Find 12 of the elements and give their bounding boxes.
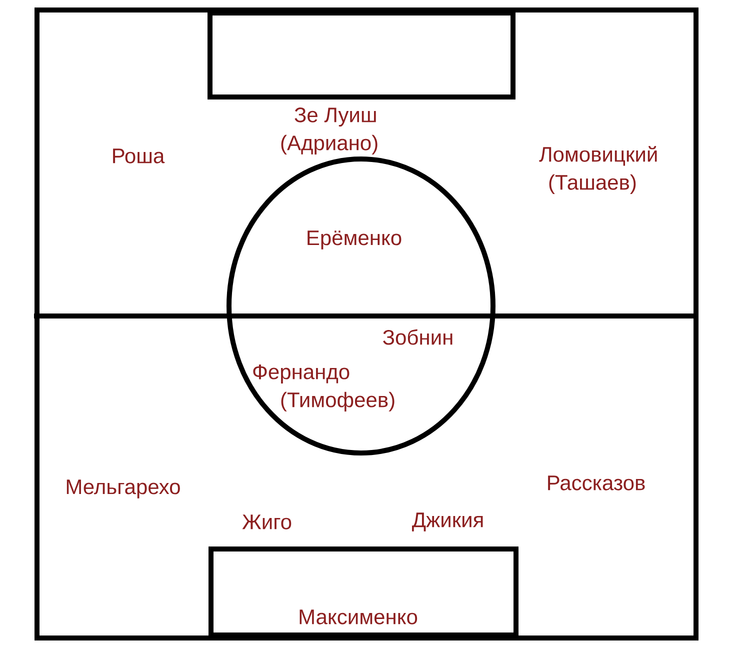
penalty-box [208,10,516,100]
player-name: Зобнин [383,329,452,345]
player-name: Зе Луиш (Адриано) [281,108,378,154]
player-name: Ерёменко [308,230,402,250]
player-name: Максименко [300,610,418,624]
player-name: Рассказов [548,476,645,490]
player-name: Роша [113,148,165,164]
player-name: Фернандо (Тимофеев) [253,364,394,412]
player-name: Джикия [412,512,483,532]
player-name: Ломовицкий (Ташаев) [539,146,657,194]
player-name: Жиго [242,514,292,530]
player-name: Мельгарехо [66,480,180,498]
